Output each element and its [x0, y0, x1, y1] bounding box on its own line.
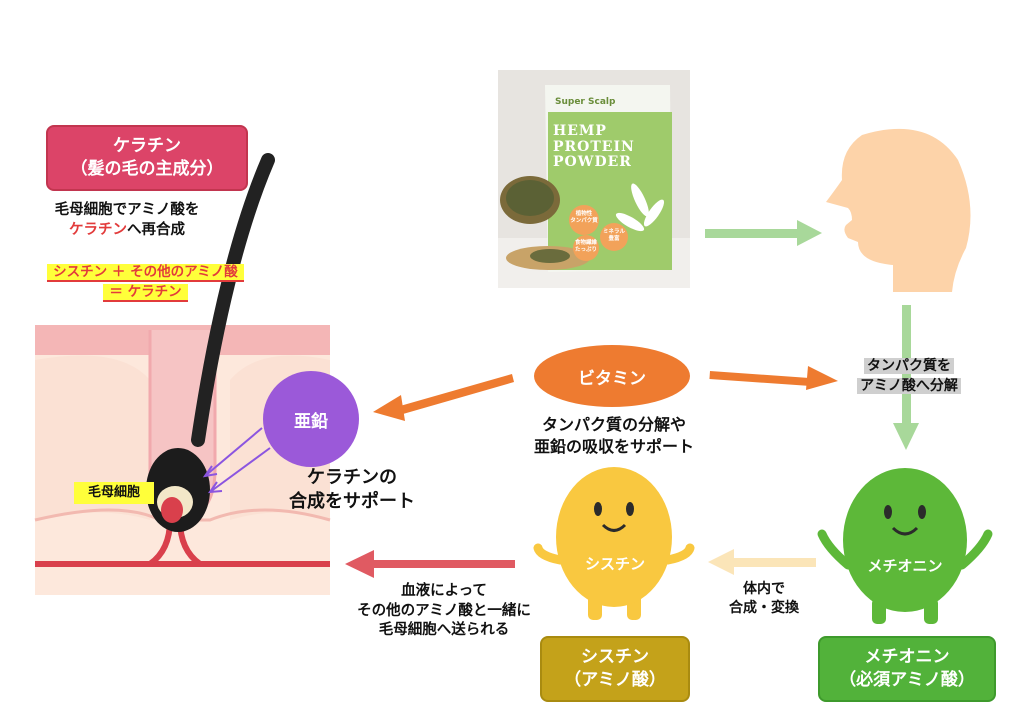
hair-matrix-label-text: 毛母細胞 [87, 485, 140, 500]
badge2-line1: ミネラル [602, 229, 625, 235]
resynthesis-keratin-highlight: ケラチン [69, 221, 127, 238]
blood-note: 血液によって その他のアミノ酸と一緒に 毛母細胞へ送られる [326, 582, 562, 641]
scalp-illustration [34, 153, 331, 595]
zinc-label: 亜鉛 [294, 411, 328, 432]
product-brand: Super Scalp [555, 97, 645, 107]
product-name: HEMP PROTEIN POWDER [553, 123, 671, 171]
cystine-box-subtitle: （アミノ酸） [564, 670, 666, 690]
blood-note-line1: 血液によって [401, 583, 487, 599]
product-badge-2: ミネラル 豊富 [599, 229, 629, 242]
conversion-line1: 体内で [743, 581, 785, 597]
methionine-box: メチオニン （必須アミノ酸） [818, 636, 996, 702]
product-photo [498, 70, 690, 288]
protein-breakdown-line2: アミノ酸へ分解 [857, 377, 961, 394]
cystine-box-title: シスチン [581, 647, 649, 668]
keratin-box-subtitle: （髪の毛の主成分） [70, 159, 224, 179]
vitamin-note: タンパク質の分解や 亜鉛の吸収をサポート [500, 414, 728, 457]
formula-line2: ＝ ケラチン [103, 284, 188, 303]
orange-arrows [373, 366, 838, 421]
methionine-character-label: メチオニン [845, 556, 965, 576]
conversion-note: 体内で 合成・変換 [705, 580, 823, 618]
keratin-support-line1: ケラチンの [307, 467, 397, 488]
keratin-support-line2: 合成をサポート [289, 491, 415, 513]
badge3-line2: たっぷり [574, 246, 597, 253]
badge3-line1: 食物繊維 [574, 240, 597, 246]
formula-line1: シスチン ＋ その他のアミノ酸 [47, 264, 244, 282]
red-arrow [345, 550, 515, 578]
product-name-line3: POWDER [553, 154, 632, 171]
blood-note-line2: その他のアミノ酸と一緒に [357, 602, 531, 619]
cystine-character-label: シスチン [560, 554, 670, 574]
vitamin-bubble: ビタミン [534, 345, 690, 407]
badge1-line1: 植物性 [575, 211, 593, 217]
badge2-line2: 豊富 [608, 235, 620, 242]
product-name-line1: HEMP [553, 123, 607, 139]
resynthesis-note: 毛母細胞でアミノ酸を ケラチンへ再合成 [22, 201, 232, 240]
methionine-box-title: メチオニン [864, 647, 950, 668]
zinc-arrows [202, 427, 271, 494]
protein-breakdown-line1: タンパク質を [864, 358, 954, 374]
keratin-support-note: ケラチンの 合成をサポート [266, 466, 438, 515]
badge1-line2: タンパク質 [570, 217, 598, 224]
keratin-formula: シスチン ＋ その他のアミノ酸 ＝ ケラチン [18, 262, 273, 303]
resynthesis-line1: 毛母細胞でアミノ酸を [54, 202, 200, 218]
methionine-box-subtitle: （必須アミノ酸） [839, 670, 975, 690]
vitamin-label: ビタミン [578, 368, 646, 389]
hair-matrix-label: 毛母細胞 [74, 482, 154, 504]
methionine-character-text: メチオニン [867, 557, 943, 575]
product-badge-1: 植物性 タンパク質 [569, 211, 599, 224]
keratin-box: ケラチン （髪の毛の主成分） [46, 125, 248, 191]
product-name-line2: PROTEIN [553, 138, 635, 155]
conversion-line2: 合成・変換 [729, 599, 799, 616]
keratin-box-title: ケラチン [113, 136, 181, 157]
blood-note-line3: 毛母細胞へ送られる [378, 622, 510, 639]
cystine-character-text: シスチン [584, 555, 645, 573]
zinc-circle: 亜鉛 [263, 371, 359, 467]
vitamin-note-line2: 亜鉛の吸収をサポート [533, 436, 694, 456]
product-badge-3: 食物繊維 たっぷり [572, 240, 600, 253]
protein-breakdown-label: タンパク質を アミノ酸へ分解 [843, 357, 975, 396]
methionine-character [817, 468, 993, 624]
vitamin-note-line1: タンパク質の分解や [541, 415, 686, 434]
product-brand-text: Super Scalp [555, 97, 616, 107]
resynthesis-line2: へ再合成 [127, 221, 185, 238]
cystine-character [533, 467, 695, 620]
cystine-box: シスチン （アミノ酸） [540, 636, 690, 702]
face-silhouette [826, 128, 971, 292]
yellow-arrow [708, 549, 816, 575]
